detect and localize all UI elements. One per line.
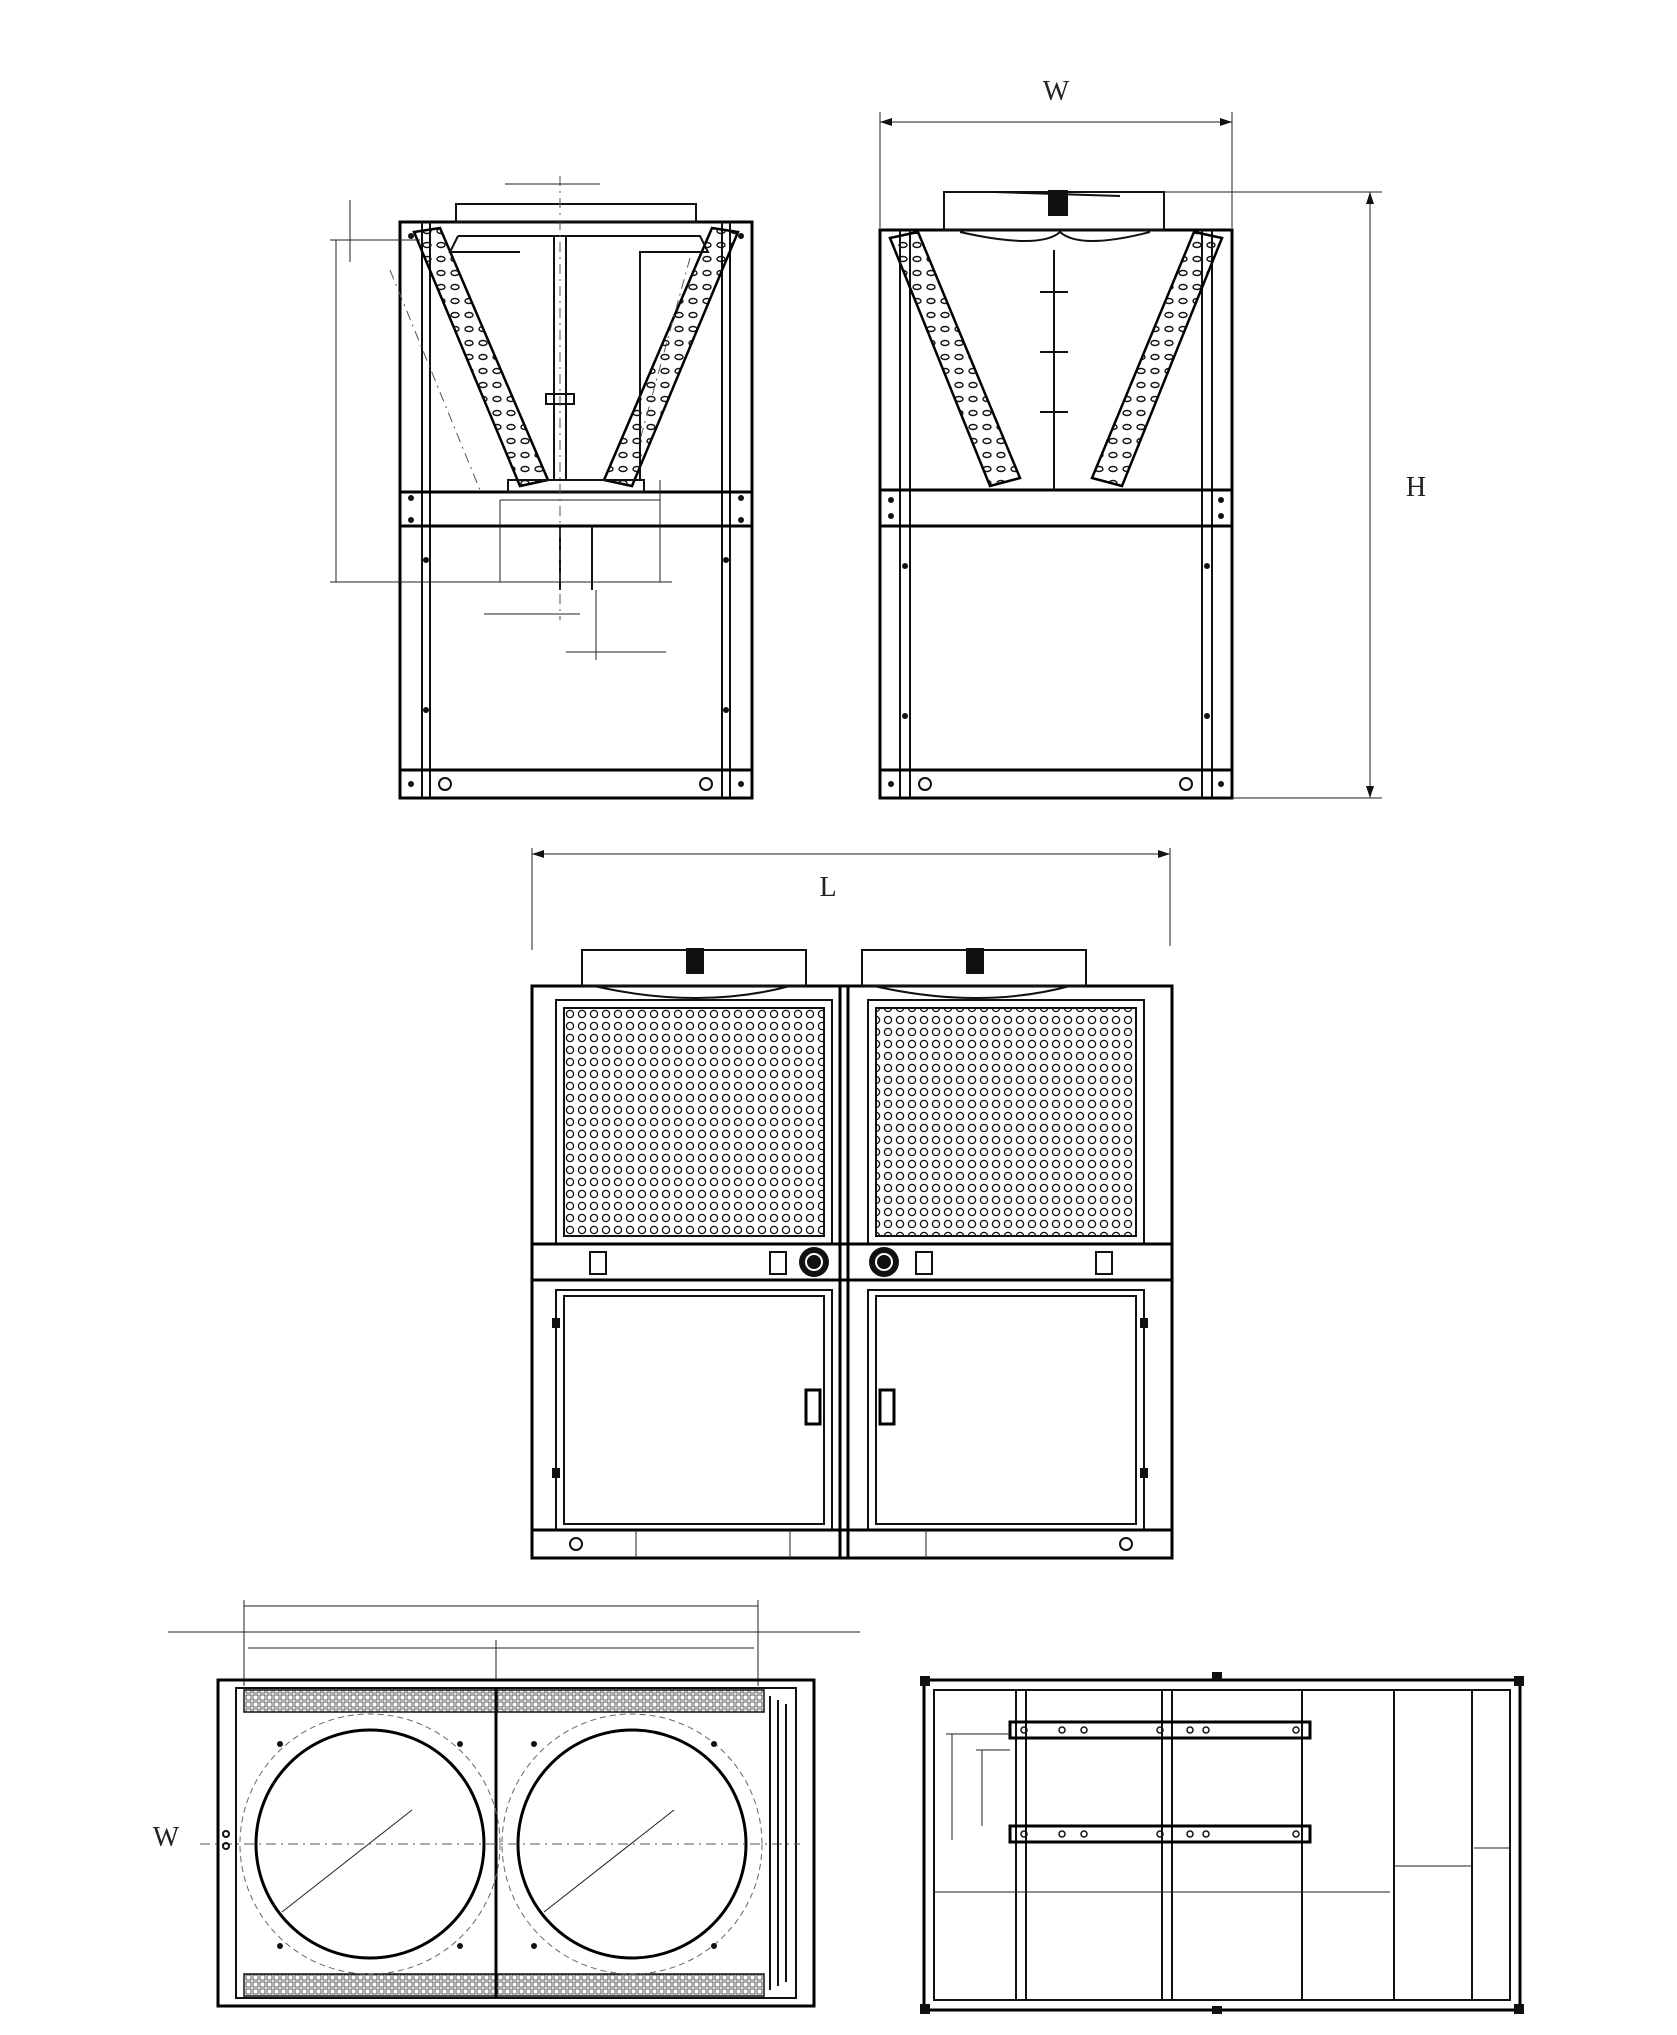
fan-right [861, 948, 1087, 999]
fan-circle-left [239, 1713, 501, 1975]
dimension-w-top: W [153, 1822, 180, 1853]
fan-assembly [943, 190, 1165, 242]
front-view: L [530, 848, 1174, 1560]
dimension-h: H [1406, 472, 1426, 503]
fan-left [581, 948, 807, 999]
electrical-gland [799, 1247, 899, 1277]
dimension-w-side: W [1043, 76, 1070, 107]
dimension-l: L [819, 872, 836, 903]
end-view-right: W H [878, 76, 1426, 800]
end-view-left [330, 176, 754, 800]
door-handle [804, 1388, 896, 1426]
frame-bolts [408, 233, 744, 787]
top-view: W [153, 1600, 860, 2008]
base-frame-view [920, 1672, 1524, 2014]
